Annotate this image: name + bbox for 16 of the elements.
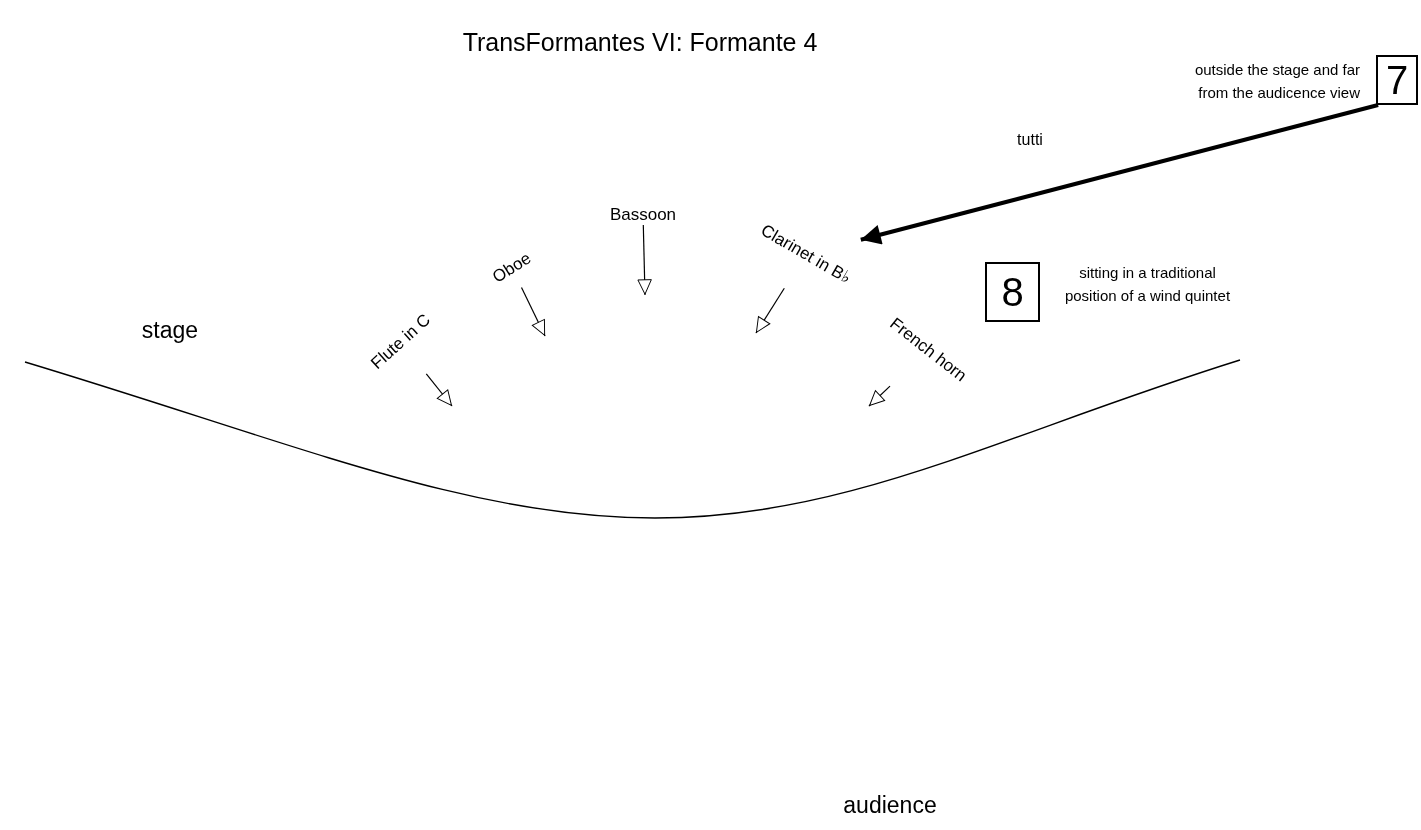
diagram-title: TransFormantes VI: Formante 4: [462, 28, 818, 57]
note-text: outside the stage and far from the audicence view: [1193, 60, 1360, 103]
instrument-label: Bassoon: [609, 205, 677, 225]
number-box: 8: [985, 262, 1040, 322]
arrow: [637, 224, 652, 296]
arrow: [868, 385, 891, 407]
number-box: 7: [1376, 55, 1418, 105]
area-label: audience: [843, 791, 937, 819]
arrow: [860, 103, 1379, 245]
area-label: stage: [141, 316, 199, 344]
instrument-label: Oboe: [489, 248, 535, 288]
note-text: tutti: [1017, 131, 1043, 149]
note-text: sitting in a traditional position of a wind quintet: [1063, 263, 1232, 306]
arrow: [425, 373, 453, 407]
arrow: [755, 287, 785, 334]
arrow: [520, 286, 546, 337]
